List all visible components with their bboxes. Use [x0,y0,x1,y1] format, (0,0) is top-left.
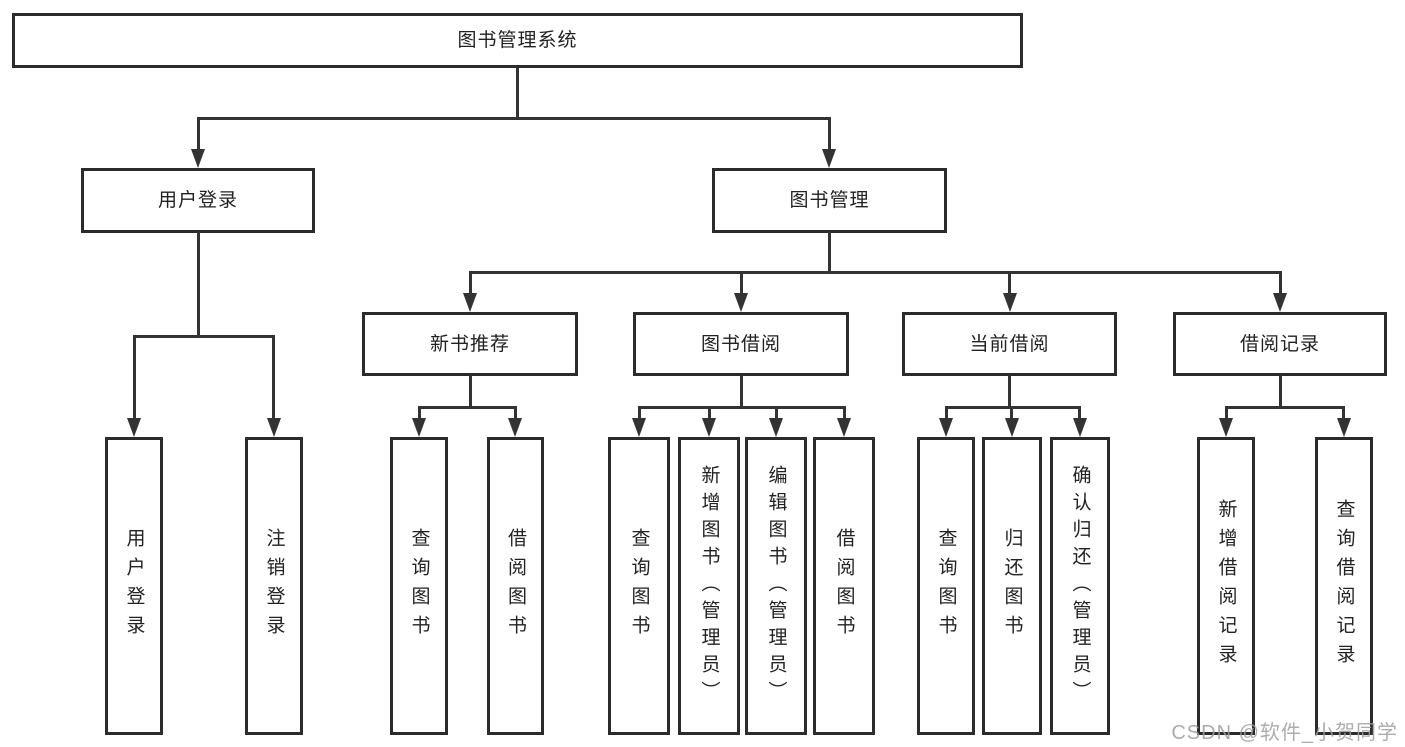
node-leaf-cur-return: 归还图书 [982,437,1042,735]
connector-drop-bor-add [708,406,711,421]
connector-drop-cur-query [945,406,948,421]
node-manage-group: 图书管理 [712,168,947,233]
node-leaf-cur-confirm: 确认归还（管理员） [1050,437,1110,735]
node-leaf-bor-add: 新增图书（管理员） [678,437,740,735]
node-leaf-bor-borrow: 借阅图书 [813,437,875,735]
arrowhead-down-icon [127,418,141,437]
connector-records-stub [1279,375,1282,408]
connector-drop-current [1008,271,1011,296]
connector-drop-bor-borrow [843,406,846,421]
node-leaf-user-login: 用户登录 [105,437,163,735]
connector-login-stub [197,232,200,337]
arrowhead-down-icon [822,149,836,168]
connector-login-split [133,335,275,338]
arrowhead-down-icon [412,418,426,437]
arrowhead-down-icon [939,418,953,437]
connector-recommend-split [418,406,517,409]
node-leaf-rec-borrow: 借阅图书 [487,437,544,735]
node-leaf-logout: 注销登录 [245,437,303,735]
connector-manage-split [469,271,1282,274]
node-recommend: 新书推荐 [362,312,578,376]
connector-drop-manage [828,117,831,151]
connector-borrow-split [638,406,845,409]
arrowhead-down-icon [1273,293,1287,312]
connector-drop-recommend [469,271,472,296]
connector-current-stub [1008,375,1011,408]
connector-drop-cur-confirm [1078,406,1081,421]
connector-drop-logout [272,335,275,420]
arrowhead-down-icon [1005,418,1019,437]
arrowhead-down-icon [267,418,281,437]
arrowhead-down-icon [1073,418,1087,437]
node-leaf-bor-query: 查询图书 [608,437,670,735]
connector-drop-bor-edit [775,406,778,421]
connector-records-split [1225,406,1345,409]
connector-borrow-stub [740,375,743,408]
arrowhead-down-icon [191,149,205,168]
connector-root-split [197,117,831,120]
arrowhead-down-icon [1003,293,1017,312]
connector-current-split [945,406,1081,409]
connector-drop-login [197,117,200,151]
connector-drop-records [1279,271,1282,296]
node-records: 借阅记录 [1173,312,1387,376]
arrowhead-down-icon [632,418,646,437]
arrowhead-down-icon [508,418,522,437]
connector-drop-log-query [1342,406,1345,421]
arrowhead-down-icon [702,418,716,437]
node-leaf-log-query: 查询借阅记录 [1315,437,1373,735]
connector-drop-borrow [740,271,743,296]
node-leaf-rec-query: 查询图书 [390,437,448,735]
connector-drop-rec-query [418,406,421,421]
node-leaf-cur-query: 查询图书 [917,437,975,735]
node-root: 图书管理系统 [12,13,1023,68]
connector-root-stub [516,68,519,119]
node-leaf-bor-edit: 编辑图书（管理员） [745,437,807,735]
arrowhead-down-icon [837,418,851,437]
connector-drop-user-login [133,335,136,420]
arrowhead-down-icon [463,293,477,312]
connector-drop-bor-query [638,406,641,421]
watermark: CSDN @软件_小贺同学 [1171,722,1398,744]
node-borrow: 图书借阅 [633,312,849,376]
connector-drop-log-add [1225,406,1228,421]
node-leaf-log-add: 新增借阅记录 [1197,437,1255,735]
connector-drop-rec-borrow [514,406,517,421]
connector-manage-stub [828,232,831,274]
node-login-group: 用户登录 [81,168,315,233]
arrowhead-down-icon [1337,418,1351,437]
arrowhead-down-icon [734,293,748,312]
connector-recommend-stub [469,375,472,408]
arrowhead-down-icon [1219,418,1233,437]
connector-drop-cur-return [1010,406,1013,421]
node-current: 当前借阅 [902,312,1117,376]
arrowhead-down-icon [769,418,783,437]
